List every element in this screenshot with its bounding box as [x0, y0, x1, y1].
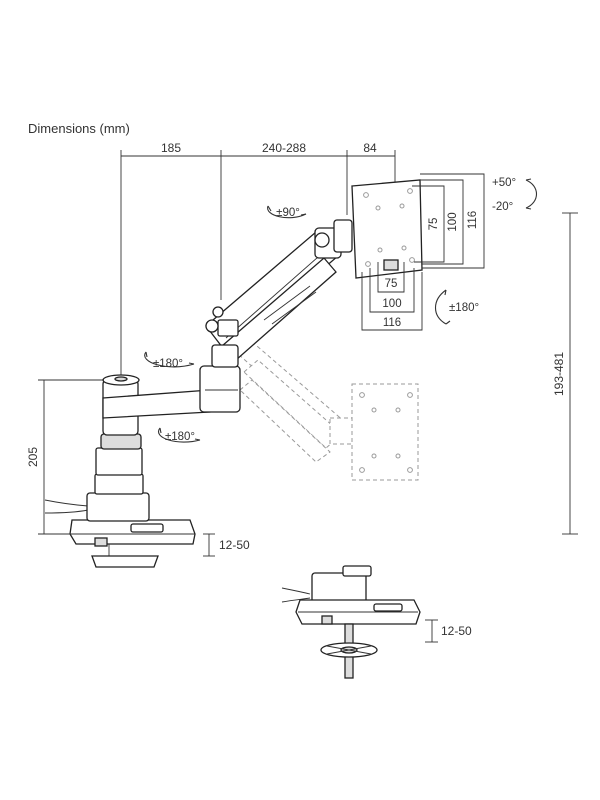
- vesa-vertical-75: 75: [428, 218, 440, 231]
- grommet-thickness-dimension: 12-50: [425, 619, 472, 643]
- vesa-horizontal-75: 75: [385, 278, 398, 290]
- tilt-down-label: -20°: [492, 201, 513, 213]
- desk-clamp-mount: [44, 365, 241, 568]
- ghost-arm-lowered: [235, 339, 419, 481]
- grommet-mount: [281, 565, 421, 679]
- dim-base-to-joint-label: 185: [161, 141, 181, 155]
- upper-arm: [205, 219, 353, 368]
- dim-head-depth-label: 84: [363, 141, 377, 155]
- top-dimension-line: 185 240-288 84: [120, 141, 396, 380]
- dim-arm-reach-label: 240-288: [262, 141, 306, 155]
- pole-height-label: 205: [26, 447, 40, 467]
- head-swivel-label: ±90°: [276, 207, 300, 219]
- total-height-label: 193-481: [552, 352, 566, 396]
- screen-rotation-label: ±180°: [449, 302, 479, 314]
- rotation-tilt: +50° -20°: [492, 177, 538, 213]
- base-swivel-label: ±180°: [165, 431, 195, 443]
- vesa-horizontal-116: 116: [383, 317, 401, 329]
- desk-clamp-thickness-label: 12-50: [219, 538, 250, 552]
- desk-clamp-thickness-dimension: 12-50: [203, 533, 250, 557]
- vesa-horizontal-dimensions: 75 100 116: [361, 262, 423, 331]
- vesa-plate: [351, 179, 423, 279]
- vesa-vertical-dimensions: 75 100 116: [412, 173, 485, 269]
- pole-height-dimension: 205: [26, 379, 104, 535]
- total-height-dimension: 193-481: [552, 212, 578, 535]
- rotation-base-swivel: ±180°: [157, 427, 201, 443]
- rotation-screen: ±180°: [434, 289, 479, 325]
- vesa-vertical-100: 100: [447, 212, 459, 231]
- tilt-up-label: +50°: [492, 177, 516, 189]
- vesa-vertical-116: 116: [467, 211, 479, 229]
- rotation-head-swivel: ±90°: [267, 205, 307, 219]
- grommet-thickness-label: 12-50: [441, 624, 472, 638]
- arm-swivel-label: ±180°: [153, 358, 183, 370]
- vesa-horizontal-100: 100: [382, 298, 401, 310]
- diagram-title: Dimensions (mm): [28, 121, 130, 136]
- rotation-arm-swivel: ±180°: [144, 351, 195, 370]
